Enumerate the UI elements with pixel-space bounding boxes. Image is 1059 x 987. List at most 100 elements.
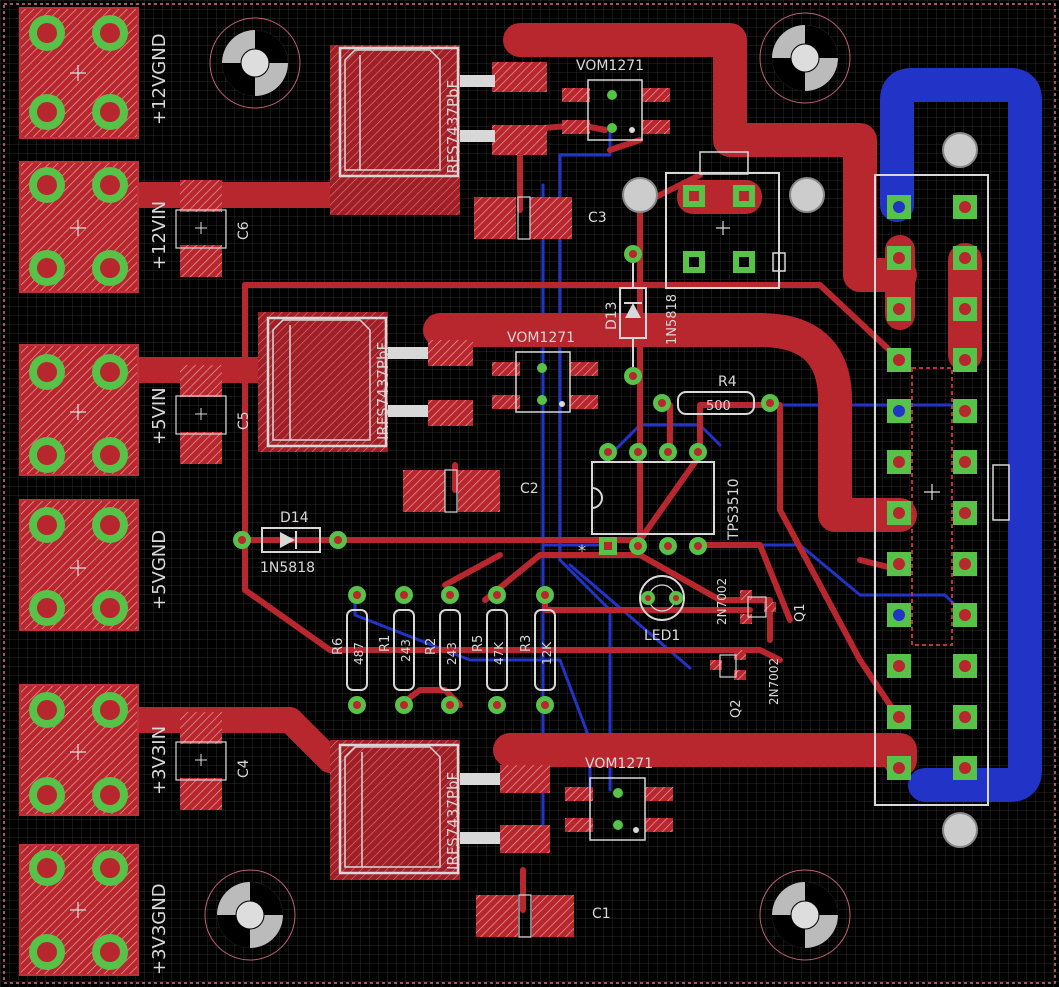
opto-label: VOM1271 [585,756,653,772]
capacitor-c5[interactable]: C5 [175,365,252,464]
mounting-hole-bottom-left [204,869,296,961]
connector-j-5vgnd[interactable]: +5VGND [19,499,170,631]
header-pin-drill [959,558,971,570]
connector-j-12vin[interactable]: +12VIN [19,161,170,293]
capacitor-c1[interactable]: C1 [476,894,611,938]
connector-label: +5VGND [149,530,170,610]
mosfet-mid[interactable]: IRFS7437PbF [258,312,473,452]
transistor-name: Q1 [793,603,808,622]
header-pin-drill [959,456,971,468]
ic-pin1-marker: * [578,541,586,560]
opto-relay-top[interactable]: VOM1271 [562,58,670,141]
resistor-name: R6 [331,638,346,655]
header-pin-drill [959,609,971,621]
diode-value: 1N5818 [665,294,680,345]
connector-j-3v3gnd[interactable]: +3V3GND [19,844,170,976]
diode-name: D13 [604,301,620,330]
resistor-value: 243 [445,642,459,665]
header-pin-drill [893,354,905,366]
mounting-hole-top-left [209,17,301,109]
power-header-24pin[interactable] [874,132,1010,848]
header-pin-drill [959,711,971,723]
resistor-r4[interactable]: R4 500 [653,374,779,415]
resistor-r6[interactable]: R6 487 [331,586,368,714]
resistor-value: 487 [352,642,366,665]
resistor-name: R5 [471,635,486,652]
resistor-r2[interactable]: R2 243 [424,586,461,714]
resistor-value: 12K [540,641,554,665]
transistor-value: 2N7002 [767,658,781,705]
connector-label: +12VGND [149,33,170,125]
opto-label: VOM1271 [507,330,575,346]
connector-label: +12VIN [149,201,170,270]
header-pin-drill [893,456,905,468]
mosfet-label: IRFS7437PbF [374,342,392,440]
header-pin-drill [959,252,971,264]
header-pin-drill [959,201,971,213]
ic-label: TPS3510 [726,478,742,541]
transistor-q2[interactable]: Q2 2N7002 [710,650,781,718]
transistor-q1[interactable]: Q1 2N7002 [715,578,808,625]
connector-j-5vin[interactable]: +5VIN [19,344,170,476]
mounting-hole-bottom-right [759,869,851,961]
header-pin-drill [893,405,905,417]
capacitor-label: C5 [236,411,252,430]
capacitor-label: C4 [236,759,252,778]
opto-label: VOM1271 [576,58,644,74]
header-pin-drill [959,303,971,315]
resistor-value: 243 [399,639,413,662]
resistor-value: 500 [706,399,731,414]
connector-label: +5VIN [149,387,170,445]
diode-d13[interactable]: D13 1N5818 [604,245,680,385]
diode-name: D14 [280,510,309,526]
led-label: LED1 [644,628,680,644]
capacitor-label: C6 [236,221,252,240]
resistor-name: R2 [424,638,439,655]
diode-d14[interactable]: D14 1N5818 [233,510,347,576]
capacitor-c2[interactable]: C2 [403,469,539,513]
capacitor-label: C1 [592,906,611,922]
opto-relay-mid[interactable]: VOM1271 [492,330,598,413]
header-pin-drill [959,660,971,672]
header-pins [887,195,977,780]
header-pin-drill [959,405,971,417]
capacitor-label: C3 [588,210,607,226]
header-pin-drill [893,303,905,315]
header-pin-drill [893,507,905,519]
led-1[interactable]: LED1 [639,575,685,644]
transistor-value: 2N7002 [715,578,729,625]
connector-label: +3V3IN [149,726,170,795]
top-pour-5v [423,313,917,532]
connector-j-12vgnd[interactable]: +12VGND [19,7,170,139]
connector-label: +3V3GND [149,883,170,975]
header-pin-drill [959,354,971,366]
resistor-r3[interactable]: R3 12K [519,586,556,714]
header-pin-drill [893,252,905,264]
capacitor-c3[interactable]: C3 [474,196,607,240]
bottom-trace [558,448,612,792]
resistor-name: R4 [718,374,737,390]
top-pour-12v [503,23,917,292]
connector-j-3v3in[interactable]: +3V3IN [19,684,170,816]
capacitor-c4[interactable]: C4 [175,712,252,810]
top-pour-3v3 [493,733,917,777]
header-pin-drill [893,762,905,774]
header-pin-drill [893,558,905,570]
resistor-r1[interactable]: R1 243 [378,586,415,714]
opto-relay-bottom[interactable]: VOM1271 [565,756,673,841]
resistor-name: R1 [378,635,393,652]
mosfet-bottom[interactable]: IRFS7437PbF [330,740,550,880]
transistor-name: Q2 [729,699,744,718]
resistor-r5[interactable]: R5 47K [471,586,508,714]
mosfet-top[interactable]: IRFS7437PbF [330,45,547,215]
header-pin-drill [959,762,971,774]
header-pin-drill [893,660,905,672]
bottom-trace [558,128,612,182]
board-outline [3,3,1056,984]
mosfet-label: IRFS7437PbF [444,772,462,870]
ic-tps3510[interactable]: * TPS3510 [578,443,742,560]
switch-component[interactable] [622,151,825,289]
capacitor-c6[interactable]: C6 [175,180,252,277]
capacitor-label: C2 [520,481,539,497]
